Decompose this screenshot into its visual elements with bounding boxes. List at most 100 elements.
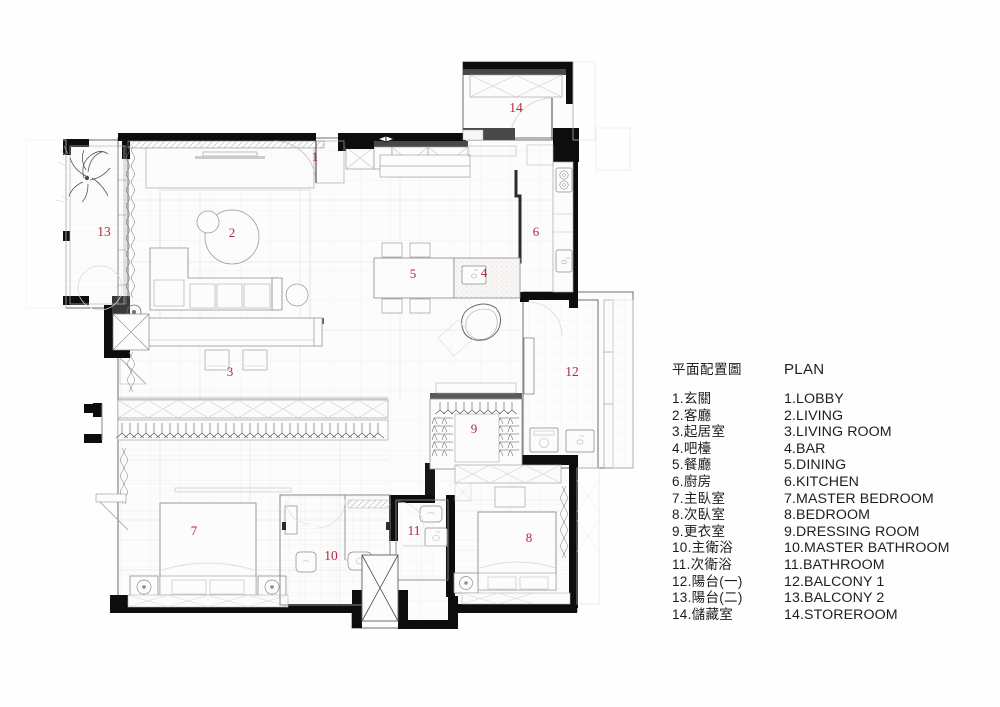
legend-item-cn: 5.餐廳 [672,457,712,473]
legend-item-en: 4.BAR [784,440,826,457]
room-number-balcony-2: 13 [97,224,111,239]
legend-item-1: 1.玄關 1.LOBBY [672,391,992,408]
plant-icon [68,149,111,203]
legend-item-6: 6.廚房 6.KITCHEN [672,474,992,491]
legend-title-row: 平面配置圖 PLAN [672,362,992,378]
legend-item-11: 11.次衛浴 11.BATHROOM [672,557,992,574]
stair-shaft [361,554,399,622]
living-room-area [117,317,323,371]
room-number-living-room: 3 [227,364,234,379]
legend-title-en: PLAN [784,361,825,378]
legend-item-4: 4.吧檯 4.BAR [672,441,992,458]
legend-item-en: 13.BALCONY 2 [784,590,885,607]
legend-item-10: 10.主衛浴 10.MASTER BATHROOM [672,540,992,557]
room-number-master-bedroom: 7 [191,523,198,538]
legend-item-en: 3.LIVING ROOM [784,424,892,441]
dressing-hangers-right [497,417,519,457]
legend-item-7: 7.主臥室 7.MASTER BEDROOM [672,491,992,508]
legend-title-cn: 平面配置圖 [672,362,742,377]
legend-items: 1.玄關 1.LOBBY 2.客廳 2.LIVING 3.起居室 3.LIVING ROO… [672,391,992,623]
legend-item-cn: 6.廚房 [672,473,712,489]
legend-item-cn: 10.主衛浴 [672,540,734,556]
wardrobe-hangers [115,423,385,439]
entry-corridor [112,313,150,393]
legend-item-cn: 2.客廳 [672,407,712,423]
legend-item-en: 1.LOBBY [784,391,844,407]
dining-chairs [381,242,431,314]
balcony-door [523,337,535,395]
legend-item-cn: 14.儲藏室 [672,606,734,622]
room-number-dining: 5 [410,266,417,281]
legend-item-en: 9.DRESSING ROOM [784,523,920,540]
balcony-2-area [55,145,135,311]
dressing-hangers-left [431,417,453,457]
room-number-bedroom: 8 [526,530,533,545]
master-bedroom-area [95,399,389,608]
balcony-1-area [523,299,634,469]
round-stool [285,283,309,307]
legend-item-cn: 8.次臥室 [672,507,726,523]
legend-item-9: 9.更衣室 9.DRESSING ROOM [672,524,992,541]
master-bed [159,502,257,596]
legend-item-5: 5.餐廳 5.DINING [672,457,992,474]
legend-item-8: 8.次臥室 8.BEDROOM [672,507,992,524]
legend-item-en: 6.KITCHEN [784,473,860,490]
legend-item-en: 5.DINING [784,457,847,474]
legend-item-2: 2.客廳 2.LIVING [672,408,992,425]
master-bathroom-area [279,494,391,606]
legend-item-13: 13.陽台(二) 13.BALCONY 2 [672,590,992,607]
legend-item-12: 12.陽台(一)12.BALCONY 1 [672,574,992,591]
legend-item-3: 3.起居室 3.LIVING ROOM [672,424,992,441]
bowtie-symbol [376,135,396,143]
room-number-master-bathroom: 10 [324,548,338,563]
misc-panels [25,61,631,605]
sofa [149,247,283,311]
toilet-icon [295,551,317,573]
legend-item-cn: 1.玄關 [672,391,712,406]
legend-item-en: 10.MASTER BATHROOM [784,540,950,557]
room-number-bathroom: 11 [408,523,421,538]
kitchen-sink-icon [555,249,573,273]
bathroom-mirror [284,505,298,535]
bathroom-sink-icon-2 [424,527,448,547]
legend-item-cn: 7.主臥室 [672,490,726,506]
side-table [196,210,220,234]
legend-item-cn: 9.更衣室 [672,523,726,539]
room-number-lobby: 1 [312,149,319,164]
dining-bar-area [373,145,521,357]
storeroom-shelf [469,74,563,98]
room-number-storeroom: 14 [509,100,523,115]
legend-item-cn: 11.次衛浴 [672,556,733,572]
toilet-icon-2 [419,505,443,523]
stool-1 [204,349,230,371]
room-number-living: 2 [229,225,236,240]
washing-machine-icon [529,427,559,453]
bedroom-area [453,464,571,605]
room-number-balcony-1: 12 [565,364,579,379]
legend-item-cn: 4.吧檯 [672,440,712,456]
utility-sink-icon [565,429,595,453]
bar-sink-icon [461,265,487,285]
dressing-room-area [429,382,523,470]
room-number-bar: 4 [481,265,488,280]
legend-item-en: 7.MASTER BEDROOM [784,490,934,507]
room-number-kitchen: 6 [533,224,540,239]
gas-stove-icon [555,167,573,193]
room-number-dressing-room: 9 [471,421,478,436]
legend-item-en: 2.LIVING [784,407,844,424]
living-area [126,147,315,321]
nightstand-bedroom2 [453,572,479,594]
legend-item-cn: 13.陽台(二) [672,590,743,606]
bed-2 [477,511,557,591]
curtain-bedroom2 [560,485,568,559]
legend-item-cn: 3.起居室 [672,424,726,440]
legend-item-en: 8.BEDROOM [784,507,871,524]
entry-door-swing [273,140,317,184]
legend-item-cn: 12.陽台(一) [672,573,743,589]
legend-item-en: 11.BATHROOM [784,556,885,573]
storeroom-area [462,74,563,141]
